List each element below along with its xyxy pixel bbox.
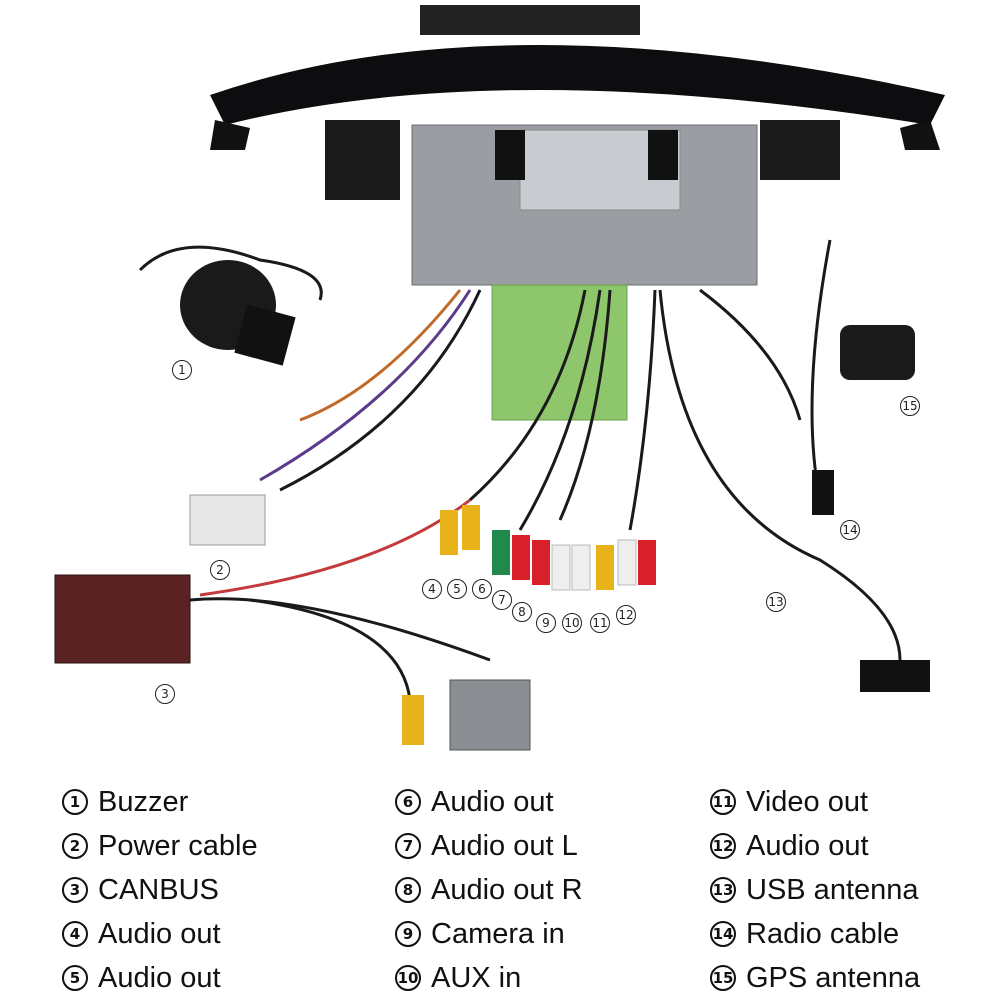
legend-number: 10 xyxy=(395,965,421,991)
callout-1: 1 xyxy=(172,360,192,380)
legend-column-2: 6 Audio out 7 Audio out L 8 Audio out R 9 Ca… xyxy=(395,780,583,1000)
legend-item: 9 Camera in xyxy=(395,912,583,956)
legend-item: 4 Audio out xyxy=(62,912,258,956)
legend-item: 11 Video out xyxy=(710,780,920,824)
callout-4: 4 xyxy=(422,579,442,599)
grey-connector xyxy=(449,679,531,751)
legend-number: 8 xyxy=(395,877,421,903)
callout-3: 3 xyxy=(155,684,175,704)
legend-item: 1 Buzzer xyxy=(62,780,258,824)
legend-label: Audio out L xyxy=(431,829,578,862)
legend-item: 5 Audio out xyxy=(62,956,258,1000)
legend-item: 6 Audio out xyxy=(395,780,583,824)
legend-number: 15 xyxy=(710,965,736,991)
legend-label: Audio out R xyxy=(431,873,583,906)
callout-13: 13 xyxy=(766,592,786,612)
legend-item: 3 CANBUS xyxy=(62,868,258,912)
legend-number: 7 xyxy=(395,833,421,859)
legend-label: Radio cable xyxy=(746,917,900,950)
legend-number: 3 xyxy=(62,877,88,903)
legend-number: 5 xyxy=(62,965,88,991)
legend-item: 14 Radio cable xyxy=(710,912,920,956)
gps-antenna-puck xyxy=(840,325,915,380)
callout-5: 5 xyxy=(447,579,467,599)
canbus-box xyxy=(54,574,191,664)
legend-item: 2 Power cable xyxy=(62,824,258,868)
legend-number: 1 xyxy=(62,789,88,815)
callout-14: 14 xyxy=(840,520,860,540)
legend-label: AUX in xyxy=(431,961,522,994)
legend: 1 Buzzer 2 Power cable 3 CANBUS 4 Audio out … xyxy=(0,780,1000,1000)
buzzer-illustration xyxy=(138,245,323,366)
legend-label: Audio out xyxy=(746,829,869,862)
legend-label: Power cable xyxy=(98,829,258,862)
legend-label: CANBUS xyxy=(98,873,219,906)
legend-label: Buzzer xyxy=(98,785,189,818)
legend-item: 13 USB antenna xyxy=(710,868,920,912)
callout-8: 8 xyxy=(512,602,532,622)
legend-item: 7 Audio out L xyxy=(395,824,583,868)
legend-item: 10 AUX in xyxy=(395,956,583,1000)
legend-number: 14 xyxy=(710,921,736,947)
green-module xyxy=(491,284,628,421)
radio-plug xyxy=(812,470,834,515)
legend-number: 13 xyxy=(710,877,736,903)
callout-15: 15 xyxy=(900,396,920,416)
legend-number: 11 xyxy=(710,789,736,815)
usb-antenna-plug xyxy=(860,660,930,692)
legend-number: 4 xyxy=(62,921,88,947)
legend-label: Audio out xyxy=(98,917,221,950)
callout-6: 6 xyxy=(472,579,492,599)
legend-label: Audio out xyxy=(98,961,221,994)
callout-2: 2 xyxy=(210,560,230,580)
legend-number: 12 xyxy=(710,833,736,859)
head-unit-chassis xyxy=(411,124,758,286)
legend-number: 6 xyxy=(395,789,421,815)
legend-label: Camera in xyxy=(431,917,565,950)
legend-label: Audio out xyxy=(431,785,554,818)
callout-10: 10 xyxy=(562,613,582,633)
legend-item: 8 Audio out R xyxy=(395,868,583,912)
callout-11: 11 xyxy=(590,613,610,633)
callout-7: 7 xyxy=(492,590,512,610)
legend-label: USB antenna xyxy=(746,873,919,906)
wiring xyxy=(189,239,902,701)
callout-9: 9 xyxy=(536,613,556,633)
legend-number: 9 xyxy=(395,921,421,947)
power-connector xyxy=(189,494,266,546)
legend-label: GPS antenna xyxy=(746,961,921,994)
legend-column-3: 11 Video out 12 Audio out 13 USB antenna 14… xyxy=(710,780,920,1000)
head-unit-frame xyxy=(210,5,945,200)
legend-number: 2 xyxy=(62,833,88,859)
legend-label: Video out xyxy=(746,785,869,818)
callout-12: 12 xyxy=(616,605,636,625)
head-unit-illustration xyxy=(54,5,945,751)
legend-item: 12 Audio out xyxy=(710,824,920,868)
rca-plugs xyxy=(440,505,656,591)
camera-rca xyxy=(402,695,424,745)
legend-item: 15 GPS antenna xyxy=(710,956,920,1000)
